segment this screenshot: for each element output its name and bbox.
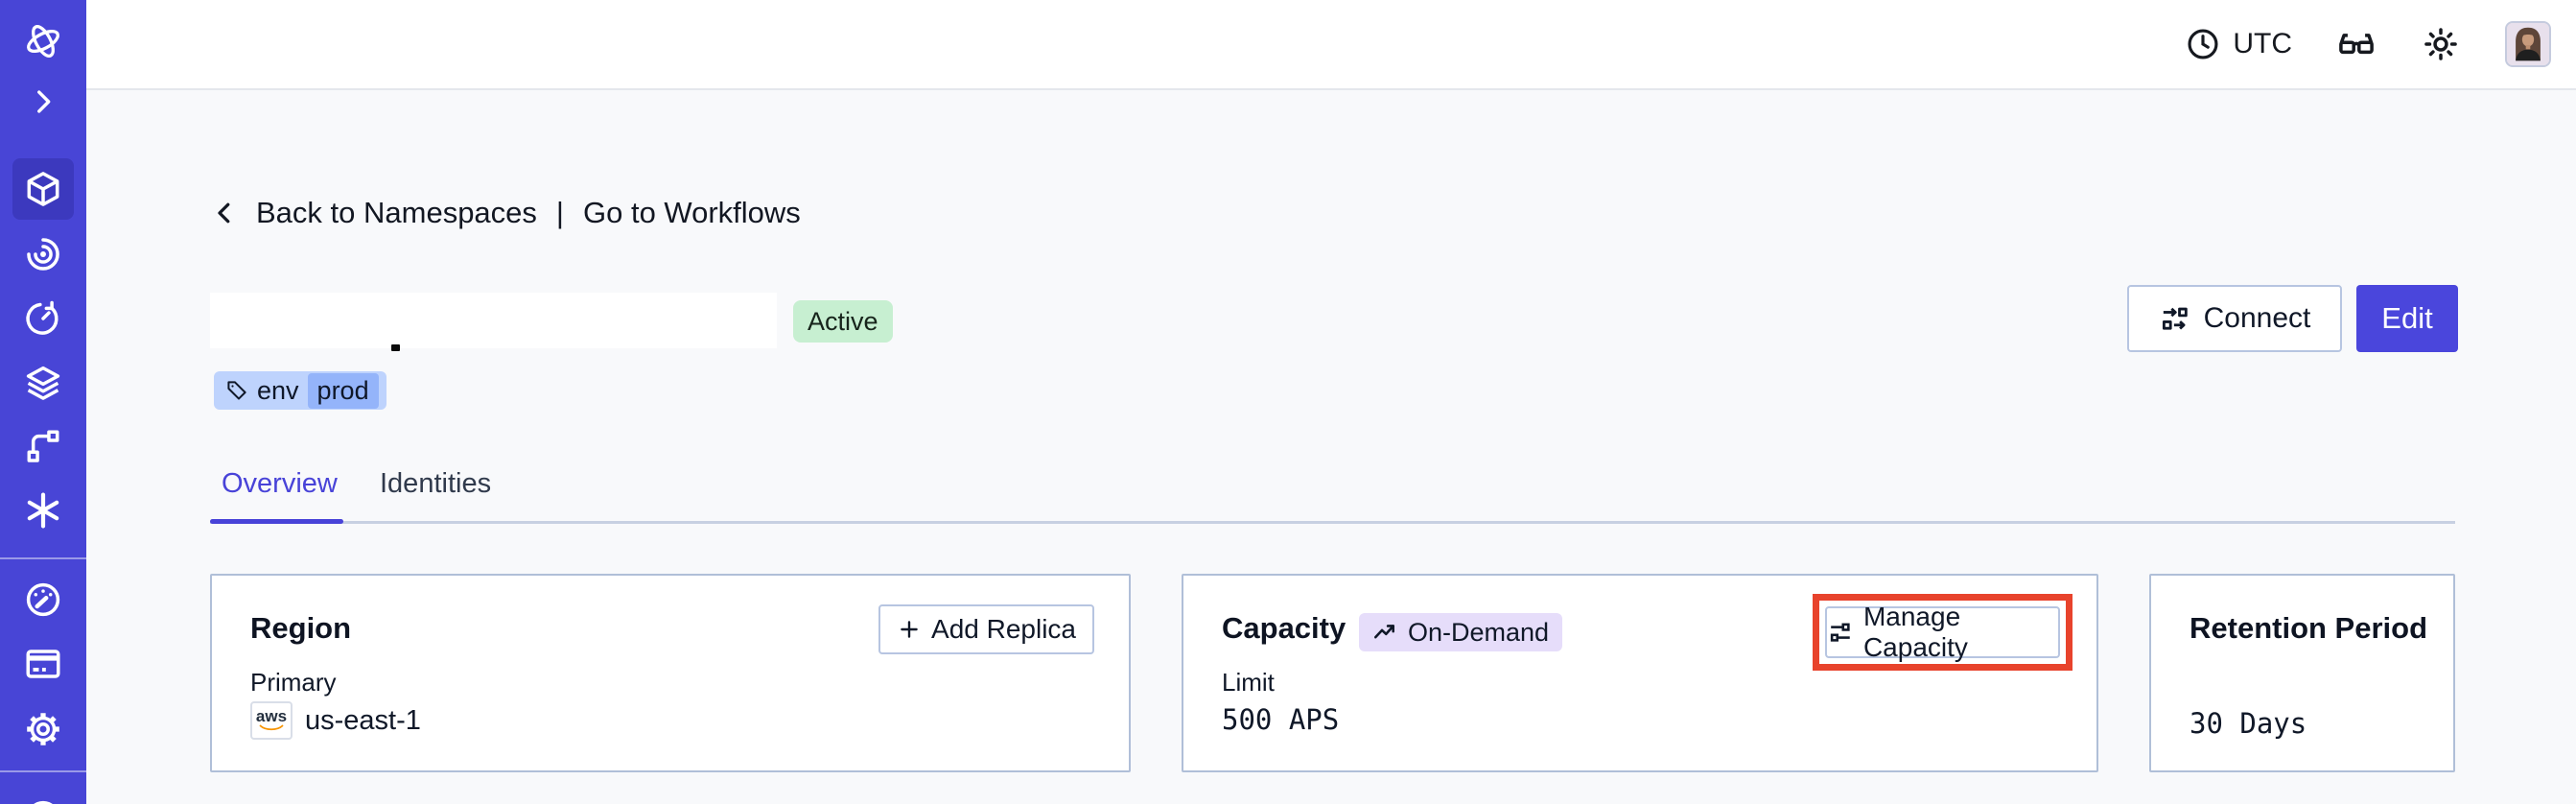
- sliders-icon: [1830, 623, 1850, 642]
- theme-toggle[interactable]: [2421, 24, 2461, 64]
- back-to-namespaces-link[interactable]: Back to Namespaces: [256, 196, 537, 229]
- add-replica-button[interactable]: Add Replica: [878, 604, 1094, 654]
- tab-active-indicator: [210, 519, 343, 524]
- tab-identities[interactable]: Identities: [380, 468, 492, 499]
- orbit-spiral-icon: [27, 238, 59, 271]
- avatar-image: [2507, 23, 2549, 65]
- add-replica-label: Add Replica: [931, 614, 1076, 644]
- connect-flow-icon: [2162, 307, 2188, 330]
- credit-card-icon: [26, 650, 60, 678]
- branch-icon: [27, 430, 59, 462]
- cube-icon: [27, 172, 59, 206]
- gauge-icon: [26, 582, 60, 617]
- edit-button-label: Edit: [2381, 301, 2433, 335]
- partial-circle-icon: [34, 800, 53, 804]
- retention-card-title: Retention Period: [2190, 611, 2428, 645]
- user-avatar[interactable]: [2505, 21, 2551, 67]
- top-bar: UTC: [86, 0, 2576, 90]
- limit-label: Limit: [1222, 668, 1275, 697]
- sidebar-item-schedules[interactable]: [12, 288, 74, 349]
- sidebar-item-deployments[interactable]: [12, 352, 74, 414]
- redaction-artifact-dot: [391, 344, 400, 351]
- gear-icon: [27, 713, 59, 745]
- temporal-logo-icon: [27, 25, 59, 58]
- manage-capacity-label: Manage Capacity: [1862, 602, 1968, 662]
- connect-button[interactable]: Connect: [2127, 285, 2342, 352]
- sidebar-item-nexus[interactable]: [12, 480, 74, 541]
- tab-bar: Overview Identities: [210, 468, 2455, 526]
- sidebar-collapse-toggle[interactable]: [12, 71, 74, 132]
- temporal-logo[interactable]: [12, 11, 74, 72]
- connect-button-label: Connect: [2203, 302, 2311, 334]
- namespace-tag[interactable]: env prod: [214, 371, 386, 410]
- region-card-title: Region: [250, 611, 352, 645]
- sidebar-item-namespaces[interactable]: [12, 158, 74, 220]
- glasses-icon: [2339, 34, 2374, 55]
- sidebar-item-versioning[interactable]: [12, 415, 74, 477]
- timezone-selector[interactable]: UTC: [2185, 26, 2292, 62]
- sidebar-divider: [0, 557, 86, 559]
- sidebar-item-help[interactable]: [12, 787, 74, 804]
- region-value-row: aws us-east-1: [250, 701, 421, 740]
- plus-icon: [901, 621, 918, 638]
- tag-key: env: [257, 375, 299, 405]
- asterisk-icon: [27, 492, 59, 529]
- sun-icon: [2424, 28, 2457, 60]
- capacity-card: Capacity On-Demand Manage Capacity: [1182, 574, 2098, 772]
- labs-toggle[interactable]: [2336, 24, 2377, 64]
- chevron-left-icon: [218, 202, 230, 224]
- region-value: us-east-1: [305, 704, 421, 736]
- tag-value-chip: prod: [307, 372, 379, 409]
- on-demand-badge: On-Demand: [1359, 613, 1563, 651]
- capacity-card-title: Capacity: [1222, 611, 1347, 645]
- aws-smile-icon: [259, 724, 284, 731]
- sidebar-item-orbit[interactable]: [12, 224, 74, 285]
- clock-icon: [2188, 29, 2218, 59]
- namespace-name-redacted: [210, 293, 777, 348]
- breadcrumb-separator: |: [555, 196, 564, 229]
- sidebar-item-settings[interactable]: [12, 698, 74, 760]
- sidebar: [0, 0, 86, 804]
- tab-baseline: [210, 521, 2455, 524]
- aws-logo: aws: [250, 701, 293, 740]
- annotation-highlight-box: Manage Capacity: [1813, 594, 2073, 671]
- region-card: Region Add Replica Primary aws us-east-1: [210, 574, 1131, 772]
- trending-up-icon: [1373, 625, 1394, 639]
- timer-reset-icon: [26, 300, 59, 335]
- sidebar-item-billing[interactable]: [12, 633, 74, 695]
- sidebar-divider: [0, 770, 86, 772]
- go-to-workflows-link[interactable]: Go to Workflows: [582, 196, 801, 229]
- capacity-limit-value: 500 APS: [1222, 703, 1340, 736]
- aws-logo-text: aws: [255, 707, 288, 725]
- edit-button[interactable]: Edit: [2356, 285, 2458, 352]
- retention-value: 30 Days: [2190, 707, 2307, 740]
- sidebar-item-usage[interactable]: [12, 569, 74, 630]
- timezone-label: UTC: [2233, 28, 2292, 59]
- status-badge: Active: [793, 300, 893, 343]
- tag-icon: [227, 381, 246, 400]
- manage-capacity-button[interactable]: Manage Capacity: [1825, 602, 2060, 662]
- retention-card: Retention Period 30 Days: [2149, 574, 2455, 772]
- layers-icon: [26, 366, 60, 400]
- on-demand-label: On-Demand: [1408, 617, 1550, 647]
- main-content: Back to Namespaces | Go to Workflows Act…: [86, 90, 2576, 804]
- breadcrumb: Back to Namespaces | Go to Workflows: [210, 196, 801, 230]
- overview-cards: Region Add Replica Primary aws us-east-1: [210, 574, 2455, 772]
- namespace-actions: Connect Edit: [2127, 285, 2458, 352]
- primary-label: Primary: [250, 668, 337, 697]
- tab-overview[interactable]: Overview: [222, 468, 338, 499]
- chevron-right-icon: [37, 90, 51, 113]
